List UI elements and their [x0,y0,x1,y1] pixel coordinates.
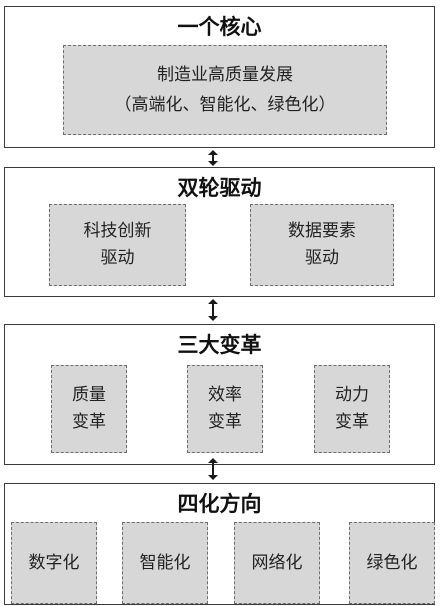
section-title-three-reforms: 三大变革 [177,332,262,357]
section-title-dual-drive: 双轮驱动 [177,175,262,200]
box-efficiency-reform: 效率 变革 [187,365,263,453]
double-arrow-connector [206,150,220,166]
box-line: 动力 [335,385,369,405]
box-line: 变革 [72,412,106,432]
box-line: 数据要素 [288,221,356,241]
box-quality-reform: 质量 变革 [51,365,127,453]
box-line: 驱动 [305,248,339,268]
box-high-quality-development: 制造业高质量发展 （高端化、智能化、绿色化） [63,45,387,135]
section-one-core: 一个核心 制造业高质量发展 （高端化、智能化、绿色化） [4,6,435,148]
box-digitalization: 数字化 [11,522,97,604]
section-dual-drive: 双轮驱动 科技创新 驱动 数据要素 驱动 [4,167,435,297]
box-line: （高端化、智能化、绿色化） [114,95,336,115]
box-intelligentization: 智能化 [122,522,208,604]
box-line: 质量 [72,385,106,405]
box-line: 数字化 [28,552,80,573]
box-line: 变革 [208,412,242,432]
box-data-element-drive: 数据要素 驱动 [250,204,394,286]
box-line: 网络化 [251,552,303,573]
box-line: 科技创新 [83,221,152,241]
section-four-directions: 四化方向 数字化 智能化 网络化 绿色化 [4,483,435,605]
box-line: 效率 [208,385,242,405]
box-line: 变革 [335,412,369,432]
box-greening: 绿色化 [349,522,435,604]
box-line: 制造业高质量发展 [157,65,293,85]
double-arrow-connector [206,299,220,321]
section-title-one-core: 一个核心 [177,14,262,39]
section-title-four-directions: 四化方向 [177,491,262,516]
box-line: 绿色化 [366,552,418,573]
section-three-reforms: 三大变革 质量 变革 效率 变革 动力 变革 [4,324,435,465]
box-networking: 网络化 [234,522,320,604]
box-line: 智能化 [139,552,191,573]
double-arrow-connector [206,458,220,480]
box-line: 驱动 [100,248,135,268]
box-power-reform: 动力 变革 [314,365,390,453]
box-tech-innovation-drive: 科技创新 驱动 [49,204,186,286]
